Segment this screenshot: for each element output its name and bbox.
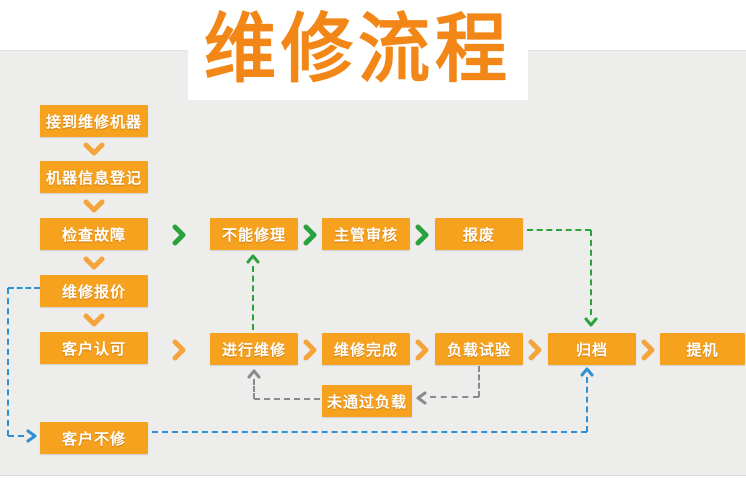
edge-load-test-fail-load <box>478 366 480 397</box>
edge-quote-no-repair <box>8 287 40 289</box>
arrowhead-right-icon <box>24 429 38 443</box>
edge-scrap-archive <box>527 229 591 231</box>
arrowhead-left-icon <box>415 391 429 405</box>
node-fail-load: 未通过负载 <box>322 385 412 417</box>
node-supervisor-review: 主管审核 <box>322 218 410 250</box>
node-approve: 客户认可 <box>40 332 148 364</box>
node-no-repair: 客户不修 <box>40 422 148 454</box>
chevron-down-icon <box>83 313 105 327</box>
node-receive: 接到维修机器 <box>40 105 148 137</box>
node-cannot-repair: 不能修理 <box>210 218 298 250</box>
title-patch: 维修流程 <box>188 0 528 100</box>
edge-fail-load-do-repair <box>254 398 320 400</box>
chevron-right-icon <box>640 339 656 361</box>
edge-scrap-archive <box>590 230 592 315</box>
chevron-right-icon <box>414 339 430 361</box>
edge-no-repair-archive <box>586 377 588 432</box>
edge-load-test-fail-load <box>430 396 479 398</box>
chevron-down-icon <box>83 199 105 213</box>
edge-do-repair-cannot-repair <box>252 266 254 330</box>
chevron-down-icon <box>83 256 105 270</box>
chevron-right-icon <box>171 224 187 246</box>
node-repair-done: 维修完成 <box>322 333 410 365</box>
edge-fail-load-do-repair <box>253 379 255 399</box>
node-do-repair: 进行维修 <box>210 333 298 365</box>
node-archive: 归档 <box>548 333 636 365</box>
chevron-right-icon <box>302 224 318 246</box>
node-inspect: 检查故障 <box>40 218 148 250</box>
chevron-right-icon <box>527 339 543 361</box>
chevron-down-icon <box>83 142 105 156</box>
node-quote: 维修报价 <box>40 275 148 307</box>
node-register: 机器信息登记 <box>40 161 148 193</box>
edge-quote-no-repair <box>7 288 9 436</box>
arrowhead-down-icon <box>584 316 598 328</box>
arrowhead-up-icon <box>580 366 594 378</box>
arrowhead-up-icon <box>247 368 261 380</box>
node-load-test: 负载试验 <box>435 333 523 365</box>
edge-no-repair-archive <box>152 431 587 433</box>
page-title: 维修流程 <box>203 8 512 93</box>
chevron-right-icon <box>414 224 430 246</box>
arrowhead-up-icon <box>246 253 260 265</box>
chevron-right-icon <box>302 339 318 361</box>
chevron-right-icon <box>171 339 187 361</box>
node-pickup: 提机 <box>660 333 745 365</box>
edge-quote-no-repair <box>8 435 24 437</box>
node-scrap: 报废 <box>435 218 523 250</box>
